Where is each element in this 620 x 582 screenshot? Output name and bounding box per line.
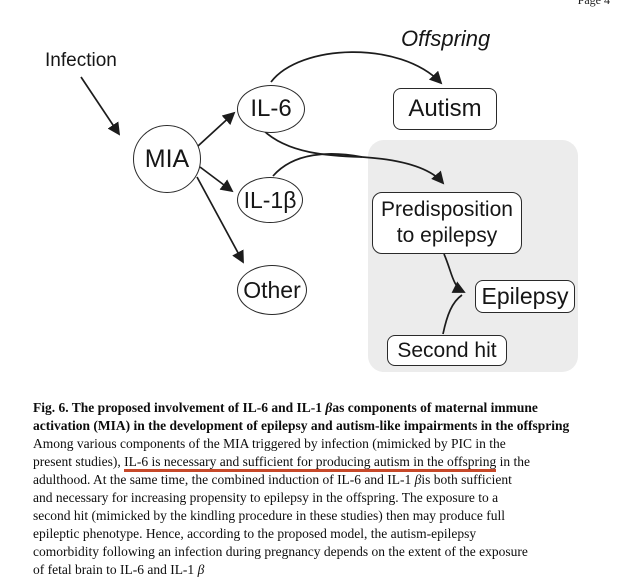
caption-segment: Fig. 6. The proposed involvement of IL-6… — [33, 400, 326, 415]
node-epilepsy-label: Epilepsy — [481, 283, 569, 309]
node-predisposition-label-line2: to epilepsy — [396, 224, 498, 247]
node-mia-label: MIA — [144, 144, 190, 173]
caption-highlighted-text: IL-6 is necessary and sufficient for pro… — [124, 454, 497, 472]
caption-line: and necessary for increasing propensity … — [33, 489, 615, 507]
node-autism: Autism — [393, 88, 497, 130]
node-other: Other — [237, 265, 307, 315]
caption-segment: and necessary for increasing propensity … — [33, 490, 499, 505]
caption-segment: Among various components of the MIA trig… — [33, 436, 506, 451]
node-predisposition-label-line1: Predisposition — [381, 198, 513, 221]
figure-caption: Fig. 6. The proposed involvement of IL-6… — [33, 399, 615, 579]
node-predisposition: Predisposition to epilepsy — [372, 192, 522, 254]
node-epilepsy: Epilepsy — [475, 280, 575, 313]
arrow-mia-to-other — [196, 176, 244, 264]
caption-line: epileptic phenotype. Hence, according to… — [33, 525, 615, 543]
node-mia: MIA — [133, 125, 201, 193]
caption-segment: second hit (mimicked by the kindling pro… — [33, 508, 506, 523]
arrow-il1b-to-predisposition — [272, 153, 363, 177]
node-il6-label: IL-6 — [250, 95, 292, 122]
caption-segment: comorbidity following an infection durin… — [33, 544, 528, 559]
arrow-mia-to-il1b — [199, 166, 234, 193]
caption-line: of fetal brain to IL-6 and IL-1 β — [33, 561, 615, 579]
node-second-hit-label: Second hit — [397, 338, 497, 362]
caption-segment: as components of maternal immune — [332, 400, 538, 415]
arrow-mia-to-il6 — [197, 111, 236, 147]
caption-line: Fig. 6. The proposed involvement of IL-6… — [33, 399, 615, 417]
node-autism-label: Autism — [408, 95, 482, 122]
caption-line: adulthood. At the same time, the combine… — [33, 471, 615, 489]
page-number-label: Page 4 — [577, 0, 610, 7]
caption-segment: β — [325, 400, 333, 415]
arrow-il6-to-autism — [270, 51, 443, 85]
offspring-label: Offspring — [401, 26, 491, 51]
mia-pathway-diagram: Infection Offspring MIA IL-6 IL-1β Other… — [45, 26, 578, 372]
infection-label: Infection — [45, 50, 117, 71]
caption-line: present studies), IL-6 is necessary and … — [33, 453, 615, 472]
caption-line: Among various components of the MIA trig… — [33, 435, 615, 453]
node-il6: IL-6 — [237, 85, 305, 133]
caption-segment: activation (MIA) in the development of e… — [33, 418, 570, 433]
caption-segment: present studies), — [33, 454, 125, 469]
arrow-infection-to-mia — [80, 76, 121, 136]
caption-segment: is both sufficient — [421, 472, 512, 487]
caption-segment: in the — [496, 454, 531, 469]
node-il1b: IL-1β — [237, 177, 303, 223]
node-other-label: Other — [243, 276, 301, 303]
caption-segment: of fetal brain to IL-6 and IL-1 — [33, 562, 198, 577]
caption-line: second hit (mimicked by the kindling pro… — [33, 507, 615, 525]
caption-line: comorbidity following an infection durin… — [33, 543, 615, 561]
node-il1b-label: IL-1β — [243, 186, 297, 213]
caption-segment: β — [197, 562, 205, 577]
caption-segment: epileptic phenotype. Hence, according to… — [33, 526, 477, 541]
caption-segment: adulthood. At the same time, the combine… — [33, 472, 415, 487]
caption-segment: β — [414, 472, 422, 487]
node-second-hit: Second hit — [387, 335, 507, 366]
caption-line: activation (MIA) in the development of e… — [33, 417, 615, 435]
